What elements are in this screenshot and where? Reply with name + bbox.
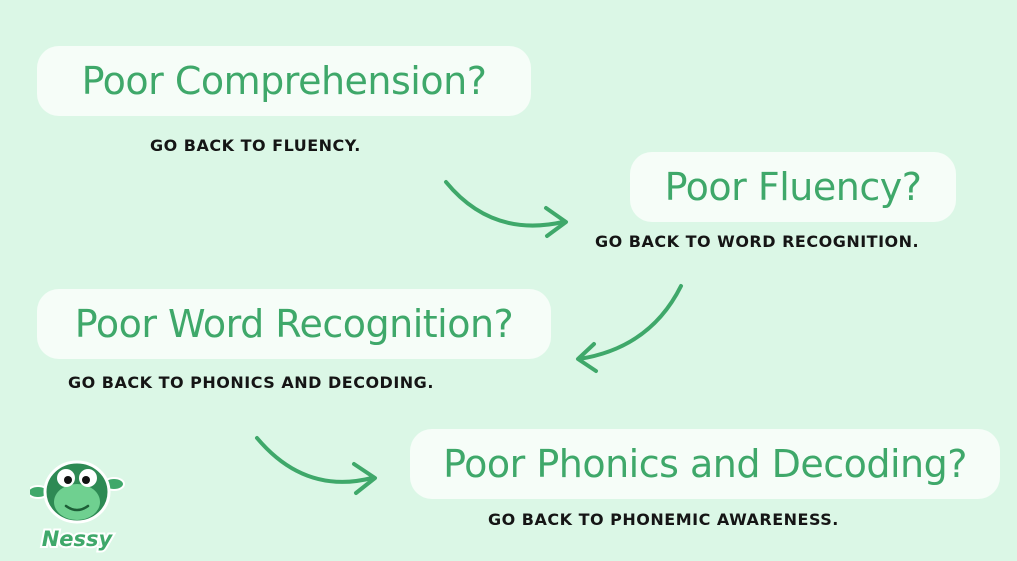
phonics-pill: Poor Phonics and Decoding?: [410, 429, 1000, 499]
fluency-question: Poor Fluency?: [664, 165, 922, 209]
arrow-fluency-to-word-recognition: [576, 284, 683, 373]
phonics-advice: GO BACK TO PHONEMIC AWARENESS.: [488, 510, 839, 529]
nessy-logo: Nessy: [30, 460, 125, 553]
comprehension-question: Poor Comprehension?: [81, 59, 487, 103]
arrow-comprehension-to-fluency: [444, 180, 568, 238]
nessy-mascot-icon: [30, 460, 125, 524]
nessy-logo-text: Nessy: [42, 527, 114, 551]
fluency-pill: Poor Fluency?: [630, 152, 956, 222]
comprehension-advice: GO BACK TO FLUENCY.: [150, 136, 361, 155]
word-recognition-question: Poor Word Recognition?: [74, 302, 514, 346]
comprehension-pill: Poor Comprehension?: [37, 46, 531, 116]
word-recognition-advice: GO BACK TO PHONICS AND DECODING.: [68, 373, 434, 392]
fluency-advice: GO BACK TO WORD RECOGNITION.: [595, 232, 920, 251]
arrow-word-recognition-to-phonics: [255, 436, 377, 495]
phonics-question: Poor Phonics and Decoding?: [443, 442, 967, 486]
word-recognition-pill: Poor Word Recognition?: [37, 289, 551, 359]
